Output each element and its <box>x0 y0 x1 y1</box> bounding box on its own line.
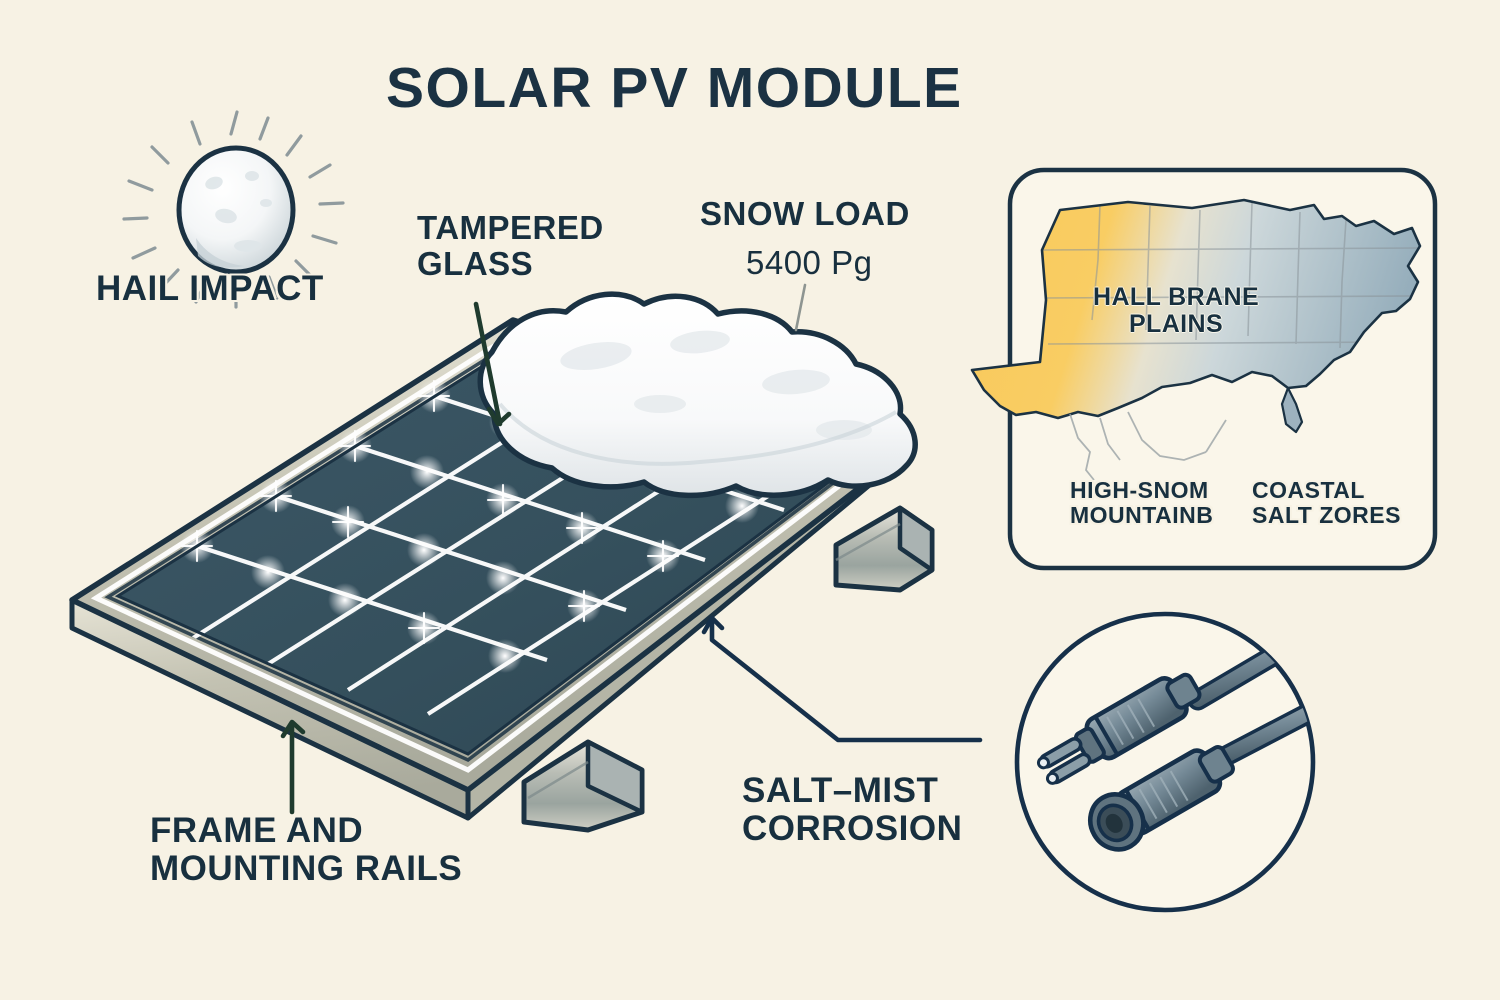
callout-salt-mist: SALT–MIST CORROSION <box>742 771 963 848</box>
map-legend-coastal: COASTAL SALT ZORES <box>1252 477 1401 528</box>
pv-connector-pair-icon <box>1036 629 1313 852</box>
map-panel <box>970 167 1438 571</box>
snow-load-value: 5400 Pg <box>746 244 873 281</box>
mounting-rail-right <box>833 505 935 593</box>
map-zone-label: HALL BRANE PLAINS <box>1093 283 1260 338</box>
page-title: SOLAR PV MODULE <box>386 56 963 120</box>
callout-snow-load: SNOW LOAD <box>700 195 910 232</box>
callout-hail-impact: HAIL IMPACT <box>96 269 324 308</box>
callout-frame-rails: FRAME AND MOUNTING RAILS <box>150 811 463 888</box>
hailstone-icon <box>122 110 345 309</box>
map-legend-snow: HIGH-SNOM MOUNTAINB <box>1070 477 1214 528</box>
callout-tempered-glass: TAMPERED GLASS <box>417 209 604 282</box>
mounting-rail-left <box>521 739 645 833</box>
leader-lines <box>280 283 983 815</box>
snow-drift <box>477 291 918 499</box>
connector-inset <box>1014 611 1316 913</box>
